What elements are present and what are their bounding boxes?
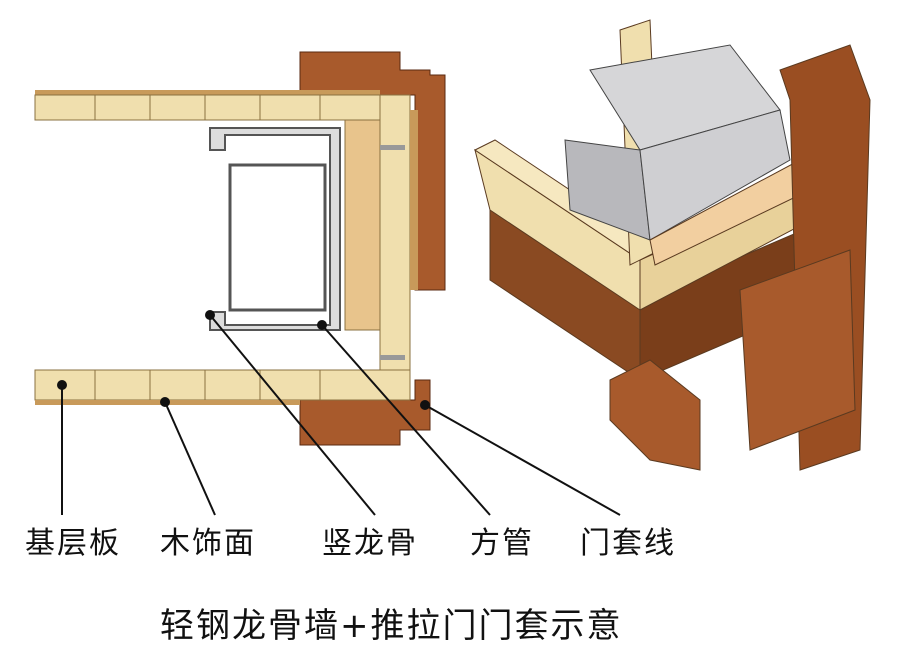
square-tube — [228, 163, 327, 312]
label-square-tube: 方管 — [470, 526, 534, 561]
diagram-title: 轻钢龙骨墙+推拉门门套示意 — [160, 606, 623, 646]
trim-strip — [410, 110, 418, 290]
wood-strip — [344, 119, 381, 331]
base-board-top — [34, 94, 381, 121]
perspective-view — [474, 19, 871, 471]
door-trim-bottom — [299, 379, 431, 446]
label-vertical-stud: 竖龙骨 — [322, 526, 418, 561]
veneer-top — [35, 90, 380, 95]
plan-view — [34, 51, 446, 446]
leader-lines — [57, 310, 621, 516]
base-board-bottom — [34, 369, 411, 401]
label-base-board: 基层板 — [25, 526, 121, 561]
label-wood-veneer: 木饰面 — [160, 526, 256, 561]
label-door-trim: 门套线 — [580, 526, 676, 561]
steel-stud — [209, 127, 341, 331]
base-board-right — [379, 94, 411, 401]
